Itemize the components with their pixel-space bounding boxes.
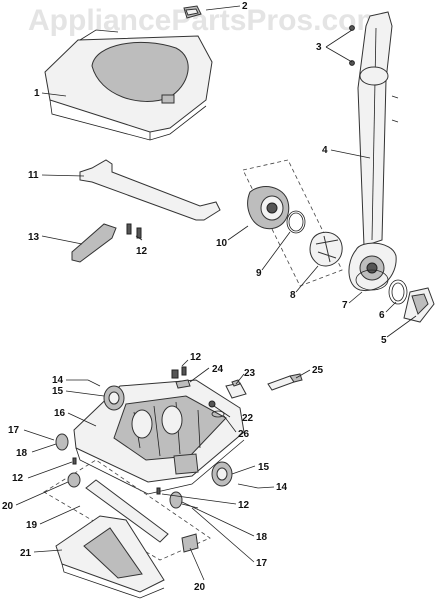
callout-20-left: 20 xyxy=(2,501,14,512)
part-rear-cover xyxy=(403,287,435,323)
callout-14-upper: 14 xyxy=(52,375,64,386)
callout-25: 25 xyxy=(312,365,324,376)
callout-12-upper: 12 xyxy=(136,246,148,257)
callout-24: 24 xyxy=(212,364,224,375)
part-small-bracket xyxy=(171,366,191,389)
part-screw-22 xyxy=(208,400,216,408)
callout-12-top: 12 xyxy=(190,352,202,363)
part-bearing-left xyxy=(41,433,69,451)
part-motor-assembly xyxy=(242,159,343,287)
part-base-plate xyxy=(55,515,165,599)
callout-21: 21 xyxy=(20,548,32,559)
callout-16: 16 xyxy=(54,408,66,419)
part-screws-12-upper xyxy=(126,223,142,239)
part-pedal xyxy=(71,223,117,263)
part-end-cap xyxy=(355,269,389,291)
callout-6: 6 xyxy=(379,310,385,321)
callout-1: 1 xyxy=(34,88,40,99)
part-screw-12-lower xyxy=(156,487,161,495)
callout-15-upper: 15 xyxy=(52,386,64,397)
part-brushroll xyxy=(43,459,211,561)
part-ring-6-inner xyxy=(391,282,405,302)
callout-19: 19 xyxy=(26,520,38,531)
callouts: 1 2 3 4 5 6 7 8 9 10 11 12 13 12 24 23 2… xyxy=(2,1,387,593)
callout-8: 8 xyxy=(290,290,296,301)
part-bearing-right xyxy=(169,491,199,509)
callout-18-left: 18 xyxy=(16,448,28,459)
part-handle-housing xyxy=(348,11,399,292)
leader-lines xyxy=(15,5,417,581)
callout-11: 11 xyxy=(28,170,39,181)
part-axle-upper xyxy=(87,379,101,387)
callout-17-right: 17 xyxy=(256,558,268,569)
callout-20-right: 20 xyxy=(194,582,206,593)
callout-10: 10 xyxy=(216,238,228,249)
callout-15-lower: 15 xyxy=(258,462,270,473)
part-switch xyxy=(225,379,247,399)
callout-22: 22 xyxy=(242,413,254,424)
callout-4: 4 xyxy=(322,145,328,156)
callout-17-left: 17 xyxy=(8,425,20,436)
callout-12-left: 12 xyxy=(12,473,24,484)
part-screws-3 xyxy=(349,25,355,66)
callout-12-lower: 12 xyxy=(238,500,250,511)
part-ring-6 xyxy=(388,279,408,305)
callout-7: 7 xyxy=(342,300,348,311)
part-wheel-upper xyxy=(103,385,125,411)
part-washer-26 xyxy=(211,410,225,418)
callout-3: 3 xyxy=(316,42,322,53)
callout-9: 9 xyxy=(256,268,262,279)
part-wheel-lower xyxy=(211,461,233,487)
part-bumper xyxy=(79,159,221,221)
part-cord-plug xyxy=(267,373,303,391)
callout-2: 2 xyxy=(242,1,248,12)
part-cap xyxy=(183,5,202,19)
callout-26: 26 xyxy=(238,429,250,440)
part-screw-12-left xyxy=(72,457,77,465)
callout-13: 13 xyxy=(28,232,40,243)
part-hood-cover xyxy=(44,29,213,141)
callout-18-right: 18 xyxy=(256,532,268,543)
callout-5: 5 xyxy=(381,335,387,346)
callout-23: 23 xyxy=(244,368,256,379)
part-axle-lower xyxy=(237,483,259,489)
callout-14-lower: 14 xyxy=(276,482,288,493)
